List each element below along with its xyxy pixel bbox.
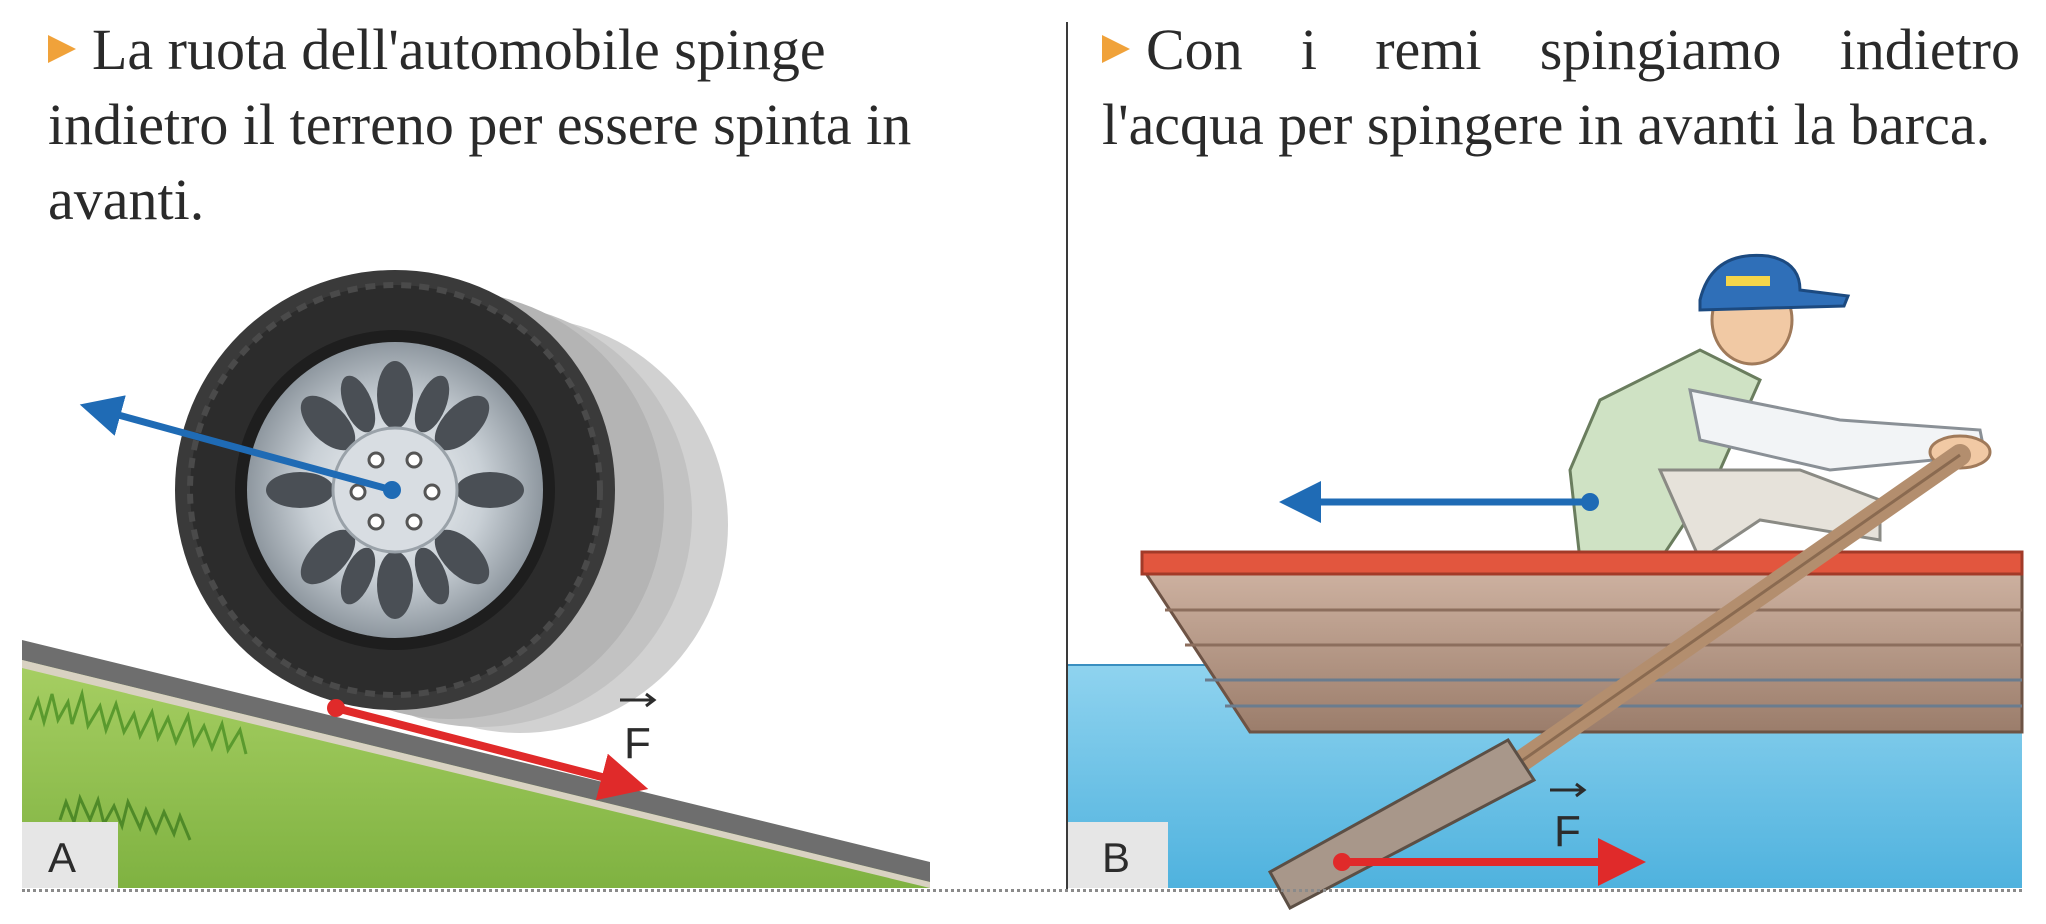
baseline-dotted [22, 889, 2022, 892]
rowboat [1140, 550, 2024, 734]
force-origin-dot [1333, 853, 1351, 871]
caption-b-text: Con i remi spingiamo indietro l'acqua pe… [1102, 17, 2020, 157]
svg-text:A: A [48, 834, 76, 881]
force-origin-dot [1581, 493, 1599, 511]
caption-panel-a: La ruota dell'automobile spinge indietro… [48, 12, 978, 237]
force-label-b: F [1550, 782, 1587, 856]
reaction-force-arrow-a [79, 395, 393, 494]
rower-figure [1568, 253, 1992, 563]
force-arrow-a [334, 704, 649, 801]
panel-label-b: B [1068, 822, 1168, 888]
svg-text:F: F [624, 719, 651, 768]
force-origin-dot [383, 481, 401, 499]
caption-panel-b: Con i remi spingiamo indietro l'acqua pe… [1102, 12, 2020, 162]
force-label-a: F [620, 692, 657, 768]
panel-label-a: A [22, 822, 118, 888]
caption-a-text: La ruota dell'automobile spinge indietro… [48, 17, 912, 232]
svg-text:B: B [1102, 834, 1130, 881]
ground-slope [22, 640, 930, 888]
svg-text:F: F [1554, 807, 1581, 856]
panel-divider [1066, 22, 1068, 892]
triangle-bullet-icon [48, 35, 76, 63]
force-origin-dot [327, 699, 345, 717]
triangle-bullet-icon [1102, 35, 1130, 63]
